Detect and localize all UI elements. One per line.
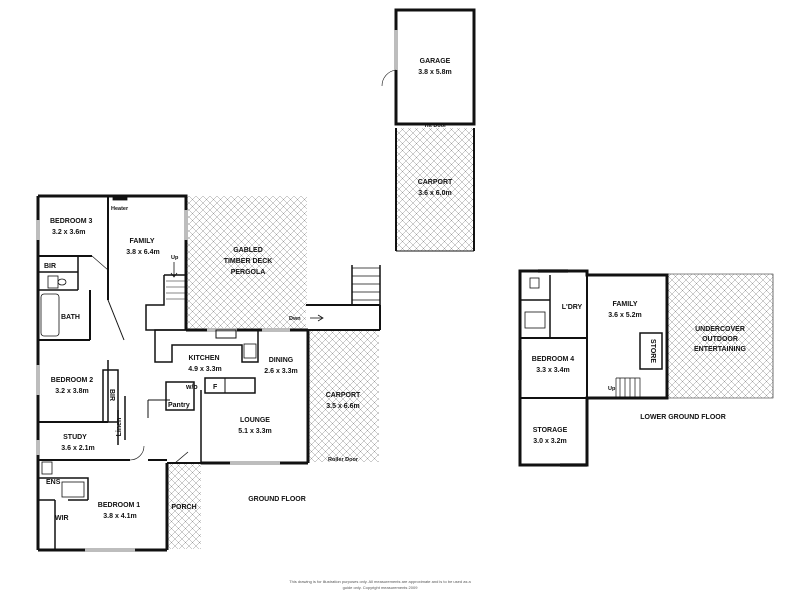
bedroom3-name: BEDROOM 3 <box>50 218 93 225</box>
bir-label: BIR <box>44 263 56 270</box>
laundry-label: L'DRY <box>562 304 583 311</box>
lower-ground-floor-label: LOWER GROUND FLOOR <box>640 414 726 421</box>
undercover-line3: ENTERTAINING <box>694 346 747 353</box>
hatched-areas <box>167 128 773 549</box>
room-labels: GARAGE 3.8 x 5.8m Tilt Door CARPORT 3.6 … <box>44 58 747 522</box>
ground-floor-label: GROUND FLOOR <box>248 496 306 503</box>
wo-label: w/o <box>185 384 198 391</box>
garage-walls <box>381 8 476 252</box>
bedroom4-name: BEDROOM 4 <box>532 356 575 363</box>
roller-door-label: Roller Door <box>328 457 359 463</box>
study-size: 3.6 x 2.1m <box>61 445 94 452</box>
bedroom4-size: 3.3 x 3.4m <box>536 367 569 374</box>
ens-label: ENS <box>46 479 61 486</box>
pergola-line2: TIMBER DECK <box>224 258 273 265</box>
bedroom3-size: 3.2 x 3.6m <box>52 229 85 236</box>
lower-shower-icon <box>524 311 546 329</box>
bedroom2-name: BEDROOM 2 <box>51 377 94 384</box>
fixtures <box>40 195 546 498</box>
study-name: STUDY <box>63 434 87 441</box>
porch-label: PORCH <box>171 504 196 511</box>
carport-top-name: CARPORT <box>418 179 453 186</box>
family-size: 3.8 x 6.4m <box>126 249 159 256</box>
lower-ground-walls <box>518 269 774 467</box>
porch-hatch <box>167 463 201 549</box>
carport-side-size: 3.5 x 6.6m <box>326 403 359 410</box>
bedroom1-name: BEDROOM 1 <box>98 502 141 509</box>
f-label: F <box>213 384 218 391</box>
pantry-label: Pantry <box>168 402 190 409</box>
storage-name: STORAGE <box>533 427 568 434</box>
carport-side-hatch <box>308 331 379 462</box>
up-lower-label: Up <box>608 386 616 392</box>
dining-size: 2.6 x 3.3m <box>264 368 297 375</box>
pergola-line1: GABLED <box>233 247 263 254</box>
dining-name: DINING <box>269 357 294 364</box>
family-lower-size: 3.6 x 5.2m <box>608 312 641 319</box>
kitchen-name: KITCHEN <box>188 355 219 362</box>
disclaimer-line2: guide only. Copyright measurements 2009 <box>343 585 419 590</box>
family-name: FAMILY <box>129 238 154 245</box>
garage-size: 3.8 x 5.8m <box>418 69 451 76</box>
tilt-door-label: Tilt Door <box>424 123 447 129</box>
shower-icon <box>61 481 85 498</box>
sink-icon <box>243 343 257 359</box>
disclaimer: This drawing is for illustration purpose… <box>289 579 471 590</box>
dwn-label: Dwn <box>289 316 301 322</box>
bath-label: BATH <box>61 314 80 321</box>
storage-size: 3.0 x 3.2m <box>533 438 566 445</box>
lounge-name: LOUNGE <box>240 417 270 424</box>
carport-top-hatch <box>396 128 474 251</box>
family-lower-name: FAMILY <box>612 301 637 308</box>
heater-label: Heater <box>111 206 129 212</box>
garage-name: GARAGE <box>420 58 451 65</box>
carport-side-name: CARPORT <box>326 392 361 399</box>
floor-labels: GROUND FLOOR LOWER GROUND FLOOR <box>248 414 726 503</box>
kitchen-size: 4.9 x 3.3m <box>188 366 221 373</box>
undercover-hatch <box>667 274 773 398</box>
linen-label: Linen <box>116 418 123 437</box>
bedroom1-size: 3.8 x 4.1m <box>103 513 136 520</box>
lounge-size: 5.1 x 3.3m <box>238 428 271 435</box>
bir-vertical-label: BIR <box>108 389 115 401</box>
undercover-line2: OUTDOOR <box>702 336 738 343</box>
store-label: STORE <box>649 339 656 363</box>
up-main-label: Up <box>171 255 179 261</box>
bathtub-icon <box>40 293 60 337</box>
wir-label: WIR <box>55 515 69 522</box>
undercover-line1: UNDERCOVER <box>695 326 745 333</box>
bedroom2-size: 3.2 x 3.8m <box>55 388 88 395</box>
pergola-hatch <box>186 196 307 330</box>
toilet-icon <box>47 275 59 289</box>
carport-top-size: 3.6 x 6.0m <box>418 190 451 197</box>
pergola-line3: PERGOLA <box>231 269 266 276</box>
disclaimer-line1: This drawing is for illustration purpose… <box>289 579 471 584</box>
